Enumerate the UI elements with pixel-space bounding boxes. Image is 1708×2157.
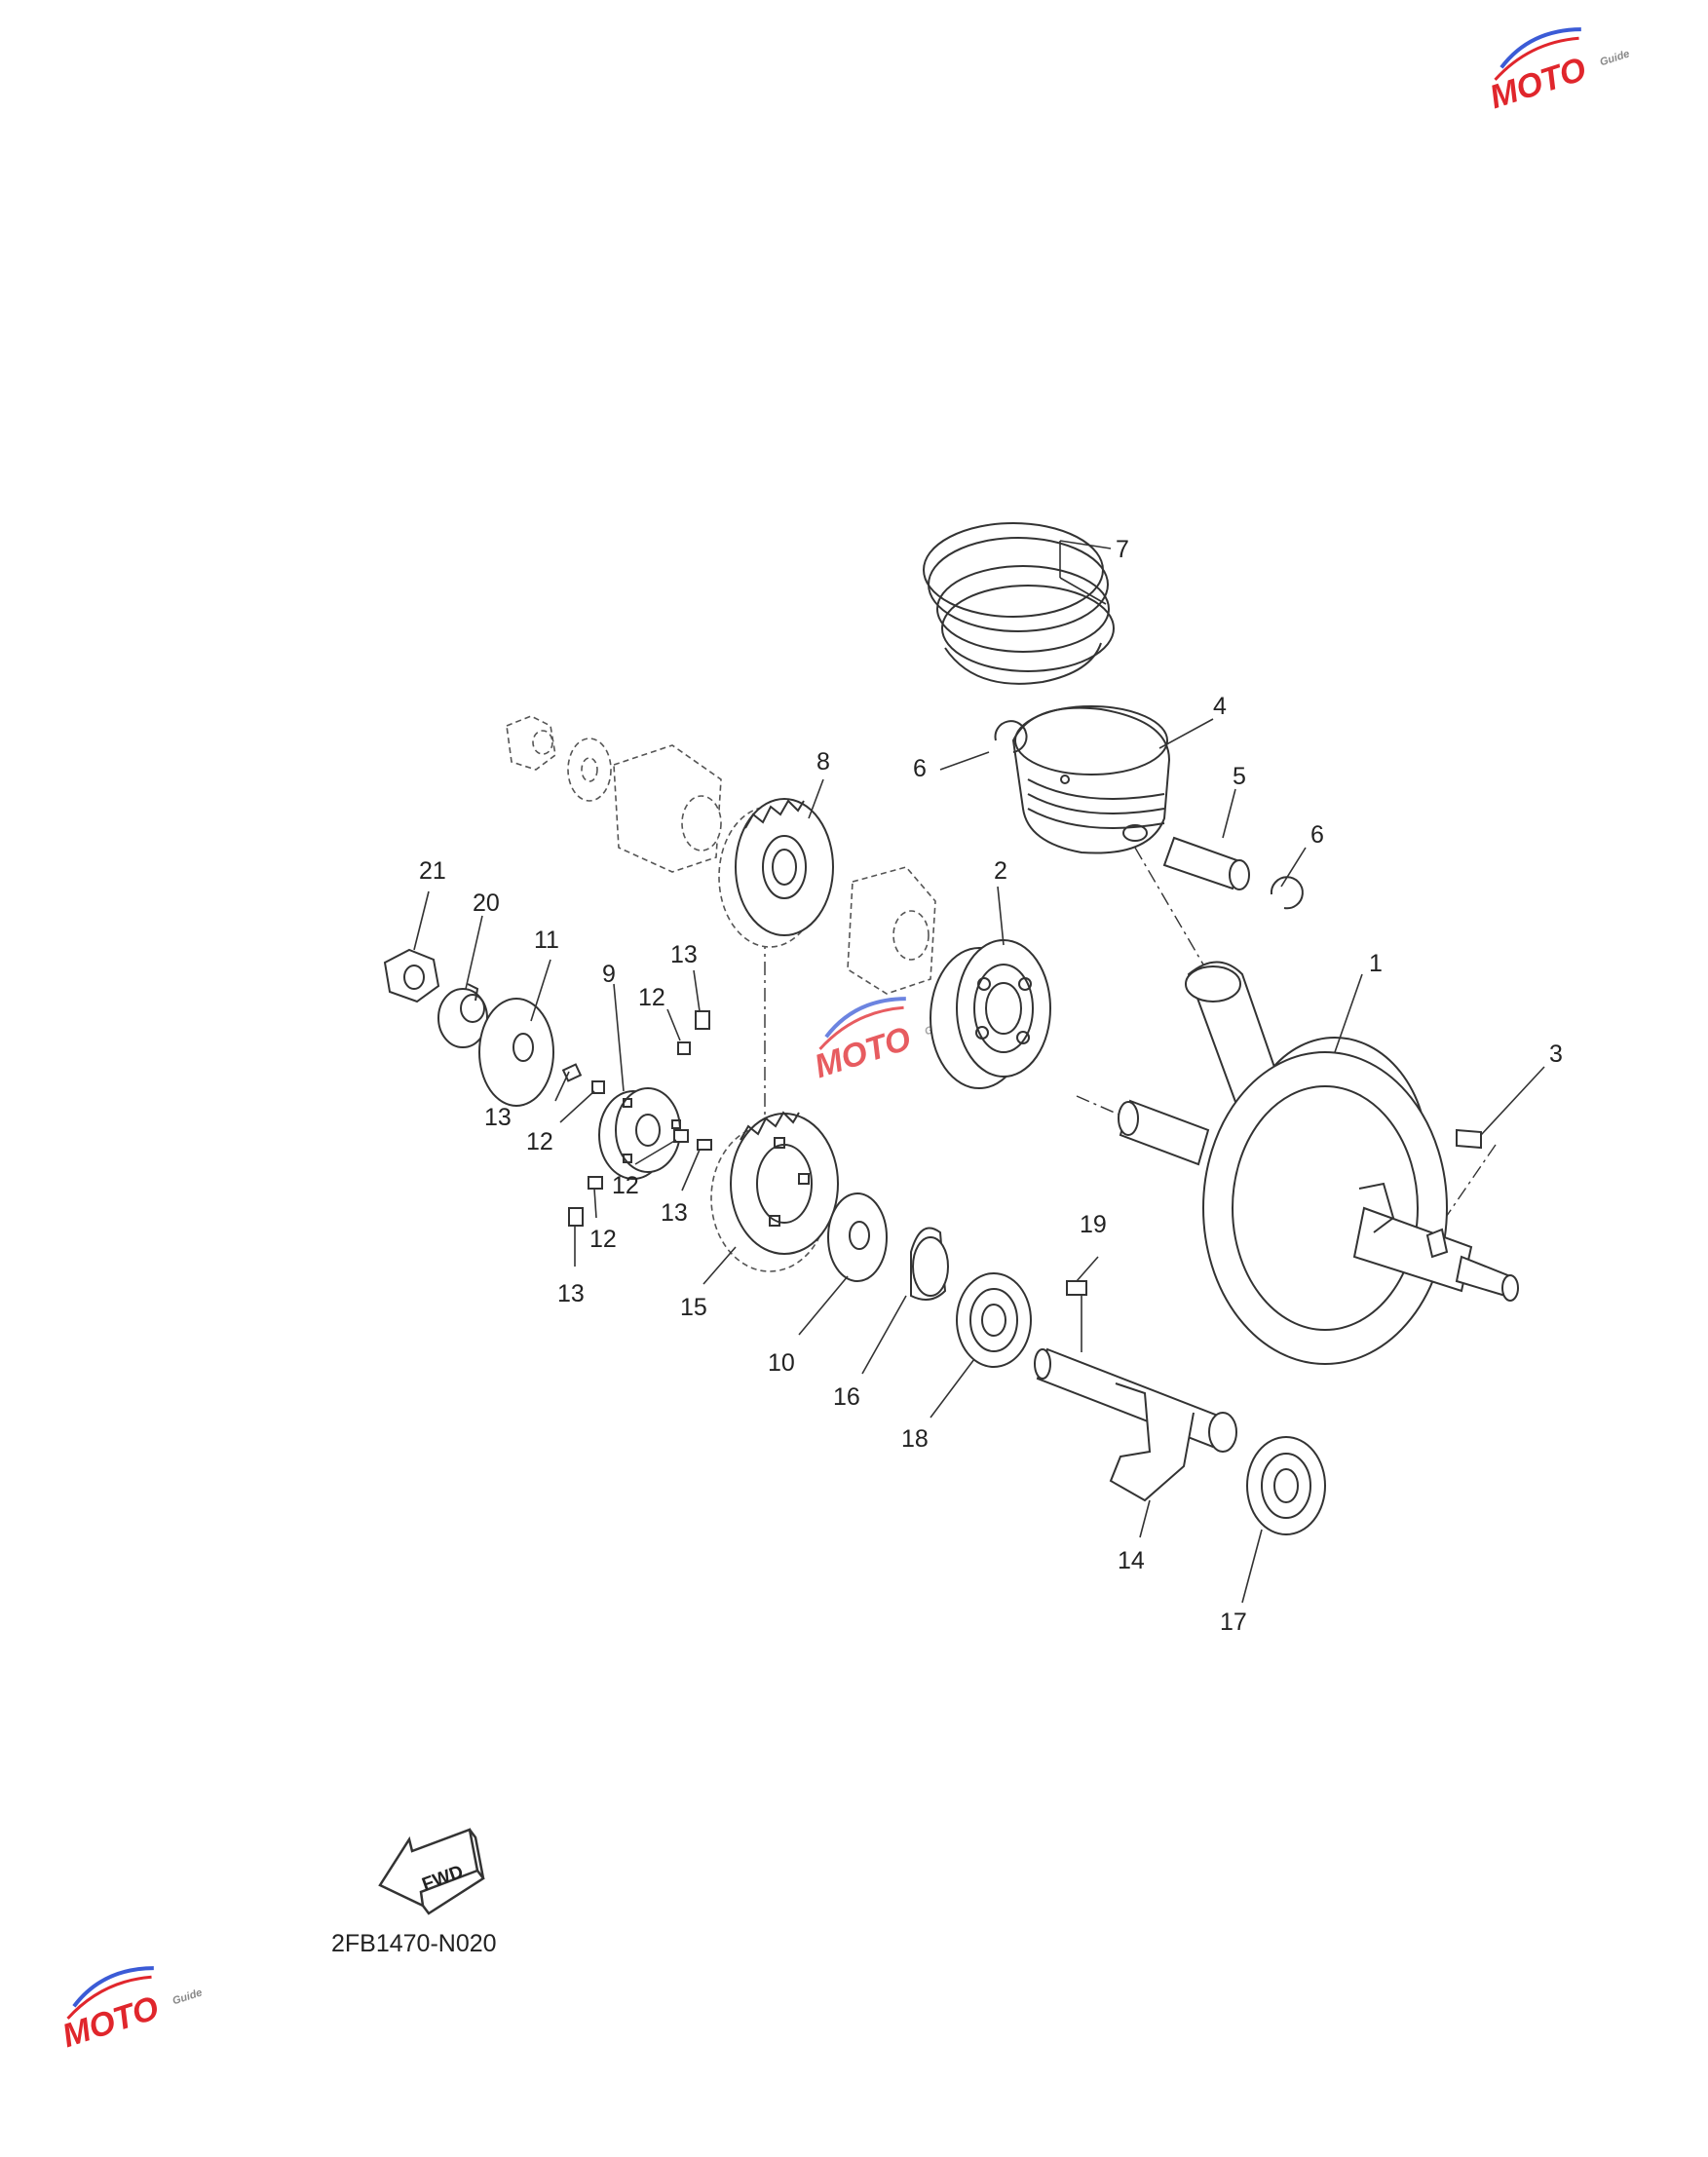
label-13-left: 13 <box>484 1104 512 1131</box>
watermark-letters: MOTO <box>810 1020 915 1085</box>
phantom-parts <box>506 715 936 995</box>
collar <box>910 1227 949 1301</box>
label-6-right: 6 <box>1310 821 1324 849</box>
crankshaft <box>1118 961 1519 1365</box>
label-12-top: 12 <box>638 984 665 1011</box>
label-21: 21 <box>419 857 446 885</box>
label-3: 3 <box>1549 1041 1563 1068</box>
piston-rings <box>923 522 1115 685</box>
label-15: 15 <box>680 1294 707 1321</box>
label-2: 2 <box>994 857 1007 885</box>
label-19: 19 <box>1080 1211 1107 1238</box>
fwd-arrow: FWD <box>378 1828 485 1915</box>
watermark-letters: MOTO <box>57 1989 163 2055</box>
label-6-left: 6 <box>913 755 927 782</box>
part-labels: 1 2 3 4 5 6 6 7 8 9 10 11 12 12 12 12 13… <box>419 536 1563 1636</box>
label-1: 1 <box>1369 950 1383 977</box>
piston <box>1011 705 1171 854</box>
balancer-shaft <box>1034 1347 1237 1502</box>
piston-pin <box>1162 836 1250 890</box>
label-5: 5 <box>1233 763 1246 790</box>
watermark-tagline: Guide <box>171 1987 204 2007</box>
leader-lines <box>413 540 1545 1604</box>
balancer-drive-gear <box>710 1111 839 1272</box>
label-16: 16 <box>833 1383 860 1411</box>
woodruff-key <box>1456 1128 1482 1150</box>
damper-hub <box>598 1087 681 1180</box>
label-12-bottom: 12 <box>589 1226 617 1253</box>
washer <box>827 1192 888 1282</box>
circlip-right <box>1270 876 1304 910</box>
label-12-center: 12 <box>612 1172 639 1199</box>
plate-washer <box>478 998 554 1107</box>
label-13-center: 13 <box>661 1199 688 1227</box>
watermark-logo-top: MOTO Guide <box>1485 27 1631 116</box>
label-11: 11 <box>534 927 559 954</box>
watermark-logo-bottom: MOTO Guide <box>57 1966 204 2055</box>
label-10: 10 <box>768 1349 795 1377</box>
label-12-left: 12 <box>526 1128 553 1155</box>
label-9: 9 <box>602 961 616 988</box>
label-8: 8 <box>816 748 830 776</box>
watermark-tagline: Guide <box>1599 48 1631 68</box>
label-13-top: 13 <box>670 941 698 968</box>
label-17: 17 <box>1220 1608 1247 1636</box>
balancer-key <box>1066 1280 1087 1296</box>
balancer-bearing-left <box>956 1272 1032 1368</box>
watermark-letters: MOTO <box>1485 51 1590 116</box>
label-20: 20 <box>473 889 500 917</box>
diagram-code: 2FB1470-N020 <box>331 1930 497 1957</box>
label-13-bottom: 13 <box>557 1280 585 1307</box>
label-7: 7 <box>1116 536 1129 563</box>
circlip-left <box>994 720 1028 753</box>
balancer-bearing-right <box>1246 1436 1326 1535</box>
nut <box>383 948 440 1003</box>
label-14: 14 <box>1118 1547 1145 1574</box>
springs-and-dampers <box>561 1010 712 1227</box>
label-4: 4 <box>1213 693 1227 720</box>
crank-bearing <box>930 939 1051 1089</box>
label-18: 18 <box>901 1425 929 1453</box>
primary-drive-gear <box>718 798 834 948</box>
